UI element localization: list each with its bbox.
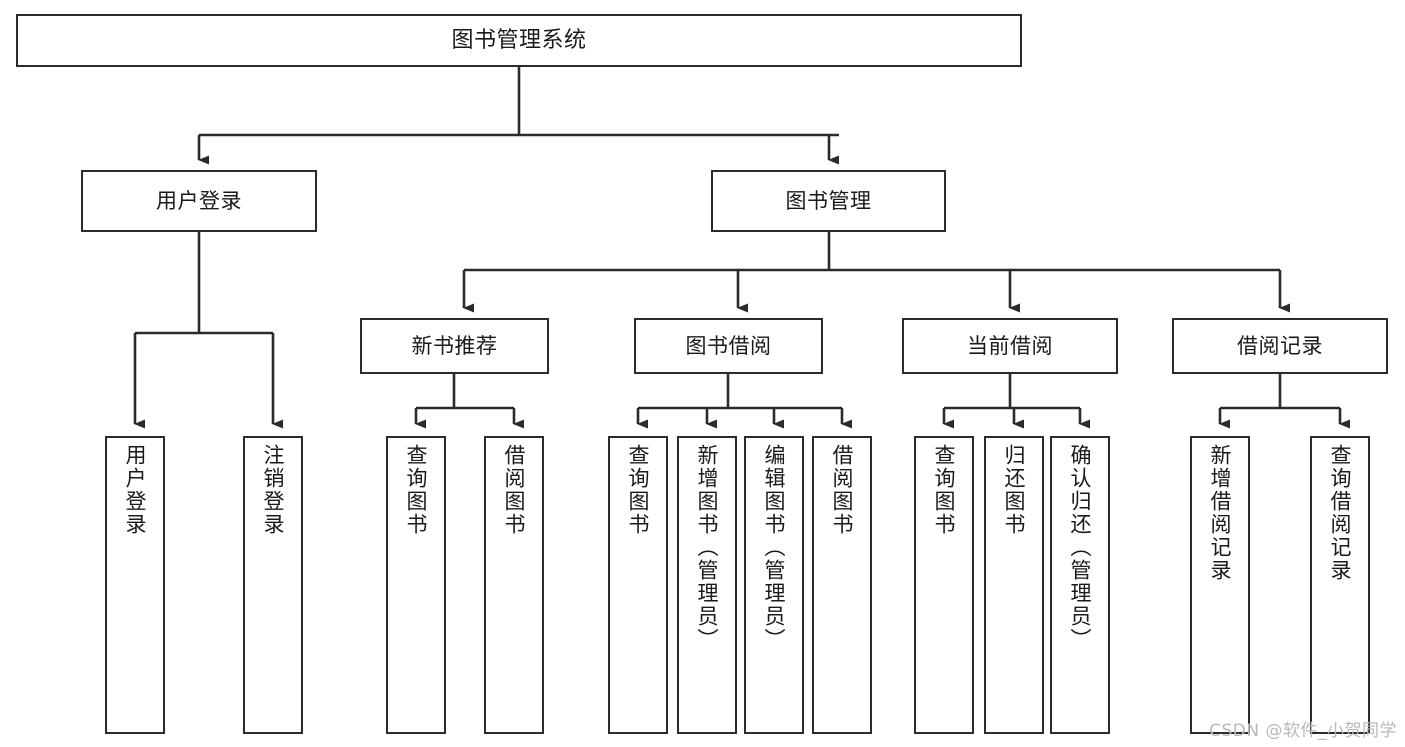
leaf-logout-login-label: 注销登录 bbox=[261, 444, 286, 536]
node-root-label: 图书管理系统 bbox=[451, 27, 587, 53]
leaf-borrow-book-recommend-label: 借阅图书 bbox=[502, 444, 527, 536]
leaf-confirm-return-admin-label: 确认归还（管理员） bbox=[1068, 444, 1093, 651]
node-borrow-record-label: 借阅记录 bbox=[1237, 333, 1323, 358]
leaf-borrow-book-recommend[interactable]: 借阅图书 bbox=[484, 436, 544, 734]
node-new-book-recommend-label: 新书推荐 bbox=[411, 333, 498, 358]
leaf-user-login-label: 用户登录 bbox=[123, 444, 148, 536]
node-book-borrow[interactable]: 图书借阅 bbox=[634, 318, 823, 374]
node-current-borrow[interactable]: 当前借阅 bbox=[902, 318, 1118, 374]
leaf-return-book[interactable]: 归还图书 bbox=[984, 436, 1044, 734]
node-user-login-label: 用户登录 bbox=[156, 188, 242, 213]
leaf-query-book-borrow[interactable]: 查询图书 bbox=[608, 436, 668, 734]
leaf-query-book-recommend[interactable]: 查询图书 bbox=[386, 436, 446, 734]
leaf-query-borrow-record[interactable]: 查询借阅记录 bbox=[1310, 436, 1370, 734]
leaf-return-book-label: 归还图书 bbox=[1002, 444, 1027, 536]
leaf-add-borrow-record-label: 新增借阅记录 bbox=[1208, 444, 1233, 582]
leaf-edit-book-admin-label: 编辑图书（管理员） bbox=[762, 444, 787, 651]
leaf-logout-login[interactable]: 注销登录 bbox=[243, 436, 303, 734]
node-book-management[interactable]: 图书管理 bbox=[711, 170, 946, 232]
leaf-add-book-admin-label: 新增图书（管理员） bbox=[695, 444, 720, 651]
node-borrow-record[interactable]: 借阅记录 bbox=[1172, 318, 1388, 374]
leaf-query-book-current[interactable]: 查询图书 bbox=[914, 436, 974, 734]
leaf-add-borrow-record[interactable]: 新增借阅记录 bbox=[1190, 436, 1250, 734]
leaf-user-login[interactable]: 用户登录 bbox=[105, 436, 165, 734]
watermark: CSDN @软件_小贺同学 bbox=[1209, 721, 1397, 741]
node-new-book-recommend[interactable]: 新书推荐 bbox=[360, 318, 549, 374]
leaf-query-book-borrow-label: 查询图书 bbox=[626, 444, 651, 536]
node-root[interactable]: 图书管理系统 bbox=[16, 14, 1022, 67]
leaf-confirm-return-admin[interactable]: 确认归还（管理员） bbox=[1050, 436, 1110, 734]
leaf-edit-book-admin[interactable]: 编辑图书（管理员） bbox=[744, 436, 804, 734]
leaf-query-borrow-record-label: 查询借阅记录 bbox=[1328, 444, 1353, 582]
node-current-borrow-label: 当前借阅 bbox=[967, 333, 1053, 358]
node-book-borrow-label: 图书借阅 bbox=[685, 333, 772, 358]
leaf-borrow-book-label: 借阅图书 bbox=[830, 444, 855, 536]
node-book-management-label: 图书管理 bbox=[785, 188, 872, 213]
node-user-login[interactable]: 用户登录 bbox=[81, 170, 317, 232]
leaf-borrow-book[interactable]: 借阅图书 bbox=[812, 436, 872, 734]
leaf-query-book-recommend-label: 查询图书 bbox=[404, 444, 429, 536]
leaf-add-book-admin[interactable]: 新增图书（管理员） bbox=[677, 436, 737, 734]
leaf-query-book-current-label: 查询图书 bbox=[932, 444, 957, 536]
